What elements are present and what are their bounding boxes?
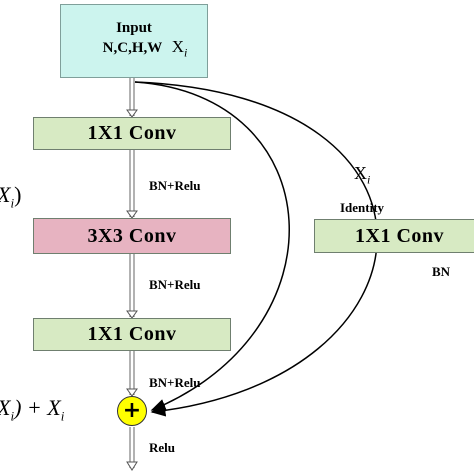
- relu-label: Relu: [149, 440, 175, 455]
- input-block: Input N,C,H,W Xi: [60, 4, 208, 78]
- input-var: Xi: [171, 37, 188, 60]
- identity-label: Identity: [340, 200, 385, 215]
- input-dims: N,C,H,W: [102, 40, 162, 57]
- formula-fx-plus-x: Xi) + Xi: [0, 395, 65, 424]
- bn-relu-label-2: BN+Relu: [149, 277, 201, 292]
- bn-relu-label-3: BN+Relu: [149, 375, 201, 390]
- add-node-icon: +: [117, 396, 147, 426]
- input-dims-line: N,C,H,W Xi: [103, 37, 188, 62]
- bn-label: BN: [432, 264, 451, 279]
- formula-fx: Xi): [0, 182, 22, 211]
- conv-1x1-block: 1X1 Conv: [33, 117, 231, 150]
- input-title: Input: [116, 20, 152, 37]
- xi-label: Xi: [354, 163, 371, 187]
- shortcut-conv-block: 1X1 Conv: [314, 219, 474, 253]
- bn-relu-label-1: BN+Relu: [149, 178, 201, 193]
- conv-3x3-block: 3X3 Conv: [33, 218, 231, 254]
- conv-1x1-block-2: 1X1 Conv: [33, 318, 231, 351]
